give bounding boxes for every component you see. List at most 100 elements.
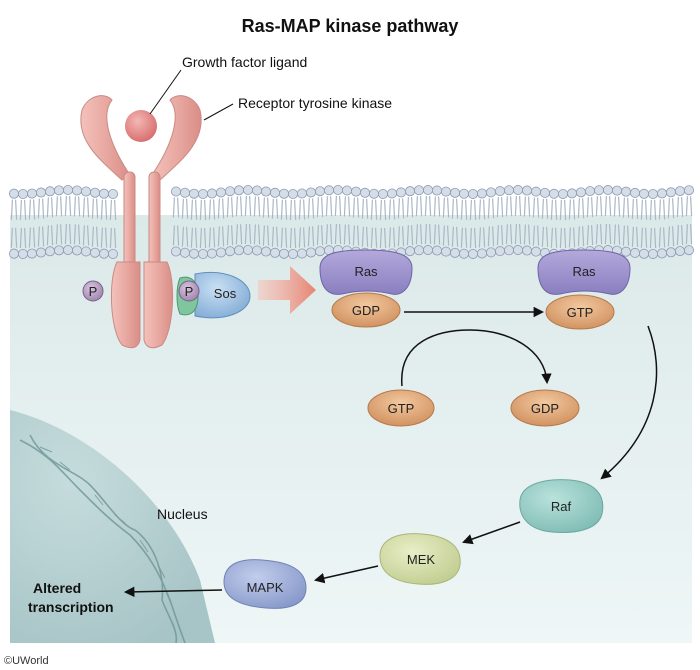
lipid-tail (433, 196, 436, 217)
lipid-tail (222, 226, 225, 247)
lipid-head (341, 185, 352, 196)
lipid-head (251, 185, 262, 196)
lipid-tail (19, 227, 22, 249)
lipid-head (81, 246, 92, 257)
lipid-tail (685, 196, 688, 217)
lipid-head (197, 188, 208, 199)
lipid-tail (231, 197, 234, 218)
lipid-tail (420, 224, 423, 245)
lipid-tail (537, 197, 540, 218)
lipid-tail (402, 198, 405, 219)
lipid-tail (546, 198, 549, 219)
lipid-head (54, 185, 65, 196)
lipid-head (323, 185, 334, 196)
lipid-tail (357, 197, 360, 218)
lipid-tail (361, 198, 364, 219)
lipid-head (522, 245, 533, 256)
lipid-head (90, 247, 101, 258)
nucleotide-swap-arrow (401, 329, 552, 387)
lipid-tail (73, 224, 76, 245)
gtp-bound-label: GTP (567, 305, 594, 320)
lipid-tail (366, 198, 369, 219)
lipid-head (368, 188, 379, 199)
lipid-tail (51, 197, 54, 218)
lipid-tail (406, 225, 409, 246)
lipid-tail (550, 227, 553, 248)
lipid-tail (573, 199, 576, 220)
lipid-head (278, 248, 289, 259)
lipid-tail (321, 225, 324, 246)
lipid-tail (361, 226, 364, 247)
lipid-tail (393, 199, 396, 220)
lipid-head (476, 248, 487, 259)
lipid-tail (609, 195, 612, 217)
lipid-head (197, 248, 208, 259)
lipid-tail (559, 227, 562, 249)
lipid-tail (235, 196, 238, 217)
lipid-tail (298, 227, 301, 248)
lipid-head (215, 247, 226, 258)
lipid-head (648, 188, 659, 199)
lipid-tail (87, 197, 90, 218)
lipid-tail (78, 196, 81, 217)
lipid-tail (370, 199, 373, 220)
mapk-to-transcription-arrow (123, 586, 223, 598)
lipid-tail (24, 227, 27, 249)
lipid-tail (523, 224, 526, 245)
lipid-tail (456, 226, 459, 247)
lipid-head (188, 248, 199, 259)
lipid-tail (348, 196, 351, 217)
lipid-tail (28, 199, 31, 220)
lipid-tail (555, 199, 558, 220)
lipid-tail (217, 198, 220, 219)
lipid-tail (469, 227, 472, 249)
lipid-head (296, 188, 307, 199)
lipid-tail (217, 226, 220, 247)
lipid-tail (442, 197, 445, 218)
lipid-tail (519, 195, 522, 217)
lipid-tail (366, 226, 369, 247)
lipid-tail (181, 198, 184, 219)
lipid-tail (496, 197, 499, 218)
lipid-tail (204, 199, 207, 221)
lipid-tail (555, 227, 558, 248)
lipid-tail (64, 195, 67, 217)
lipid-tail (208, 199, 211, 220)
free-gtp-label: GTP (388, 401, 415, 416)
lipid-tail (451, 198, 454, 219)
lipid-head (603, 185, 614, 196)
lipid-tail (649, 199, 652, 221)
lipid-tail (82, 225, 85, 246)
lipid-tail (55, 196, 58, 217)
lipid-tail (483, 227, 486, 248)
lipid-head (485, 247, 496, 258)
lipid-tail (505, 224, 508, 245)
lipid-head (684, 185, 695, 196)
lipid-tail (271, 226, 274, 247)
lipid-tail (465, 199, 468, 220)
lipid-tail (28, 227, 31, 248)
lipid-tail (532, 197, 535, 218)
lipid-tail (654, 227, 657, 249)
lipid-head (233, 245, 244, 256)
lipid-head (639, 188, 650, 199)
lipid-head (260, 246, 271, 257)
lipid-tail (447, 225, 450, 246)
lipid-tail (352, 225, 355, 246)
cell-membrane (8, 185, 695, 259)
mapk-label: MAPK (247, 580, 284, 595)
lipid-tail (280, 227, 283, 248)
lipid-head (26, 248, 37, 259)
dna-helix (19, 434, 186, 644)
lipid-tail (91, 198, 94, 219)
lipid-tail (604, 223, 607, 245)
lipid-tail (564, 199, 567, 221)
lipid-tail (109, 227, 112, 249)
lipid-tail (636, 226, 639, 247)
lipid-tail (456, 198, 459, 219)
lipid-tail (186, 198, 189, 219)
lipid-tail (402, 226, 405, 247)
lipid-head (612, 185, 623, 196)
lipid-tail (312, 198, 315, 219)
lipid-head (494, 186, 505, 197)
